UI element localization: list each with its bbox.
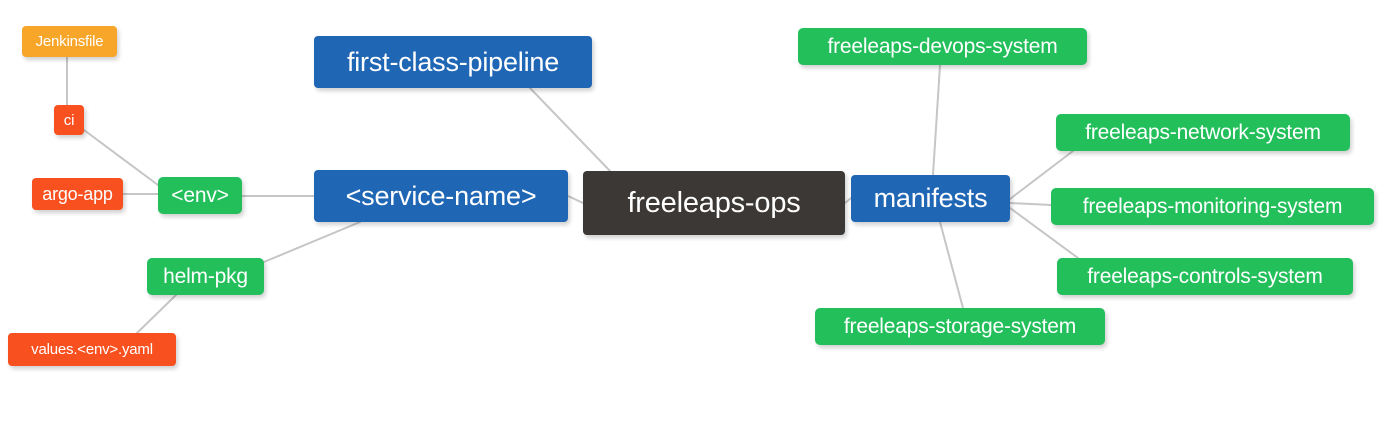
node-freeleaps-controls-system[interactable]: freeleaps-controls-system xyxy=(1057,258,1353,295)
node-freeleaps-monitoring-system[interactable]: freeleaps-monitoring-system xyxy=(1051,188,1374,225)
node-label: freeleaps-monitoring-system xyxy=(1082,194,1343,218)
node-label: values.<env>.yaml xyxy=(31,341,153,358)
node-ci[interactable]: ci xyxy=(54,105,84,135)
node-argo-app[interactable]: argo-app xyxy=(32,178,123,210)
node-label: ci xyxy=(63,111,75,129)
edge-freeleaps-ops-to-service-name xyxy=(567,195,584,204)
node-freeleaps-network-system[interactable]: freeleaps-network-system xyxy=(1056,114,1350,151)
edge-freeleaps-ops-to-first-class-pipeline xyxy=(529,87,611,172)
node-label: manifests xyxy=(873,183,988,213)
node-label: <env> xyxy=(171,183,229,207)
node-service-name[interactable]: <service-name> xyxy=(314,170,568,222)
node-label: freeleaps-storage-system xyxy=(843,314,1077,338)
node-freeleaps-storage-system[interactable]: freeleaps-storage-system xyxy=(815,308,1105,345)
node-label: helm-pkg xyxy=(163,264,248,288)
node-env[interactable]: <env> xyxy=(158,177,242,214)
node-freeleaps-ops[interactable]: freeleaps-ops xyxy=(583,171,845,235)
node-label: freeleaps-network-system xyxy=(1085,120,1321,144)
node-helm-pkg[interactable]: helm-pkg xyxy=(147,258,264,295)
node-label: Jenkinsfile xyxy=(35,33,104,50)
node-values-env-yaml[interactable]: values.<env>.yaml xyxy=(8,333,176,366)
node-first-class-pipeline[interactable]: first-class-pipeline xyxy=(314,36,592,88)
edge-helm-pkg-to-values-env-yaml xyxy=(136,294,177,334)
node-label: freeleaps-ops xyxy=(627,186,801,219)
node-manifests[interactable]: manifests xyxy=(851,175,1010,222)
node-freeleaps-devops-system[interactable]: freeleaps-devops-system xyxy=(798,28,1087,65)
node-jenkinsfile[interactable]: Jenkinsfile xyxy=(22,26,117,57)
node-label: argo-app xyxy=(42,183,113,204)
edge-manifests-to-freeleaps-storage-system xyxy=(939,221,964,309)
node-label: <service-name> xyxy=(345,180,537,211)
edge-env-to-ci xyxy=(83,129,159,186)
edge-manifests-to-freeleaps-devops-system xyxy=(932,64,941,176)
edge-manifests-to-freeleaps-monitoring-system xyxy=(1009,202,1052,206)
node-label: freeleaps-devops-system xyxy=(827,34,1058,58)
edge-service-name-to-helm-pkg xyxy=(263,221,361,263)
node-label: first-class-pipeline xyxy=(346,46,560,77)
node-label: freeleaps-controls-system xyxy=(1087,264,1323,288)
